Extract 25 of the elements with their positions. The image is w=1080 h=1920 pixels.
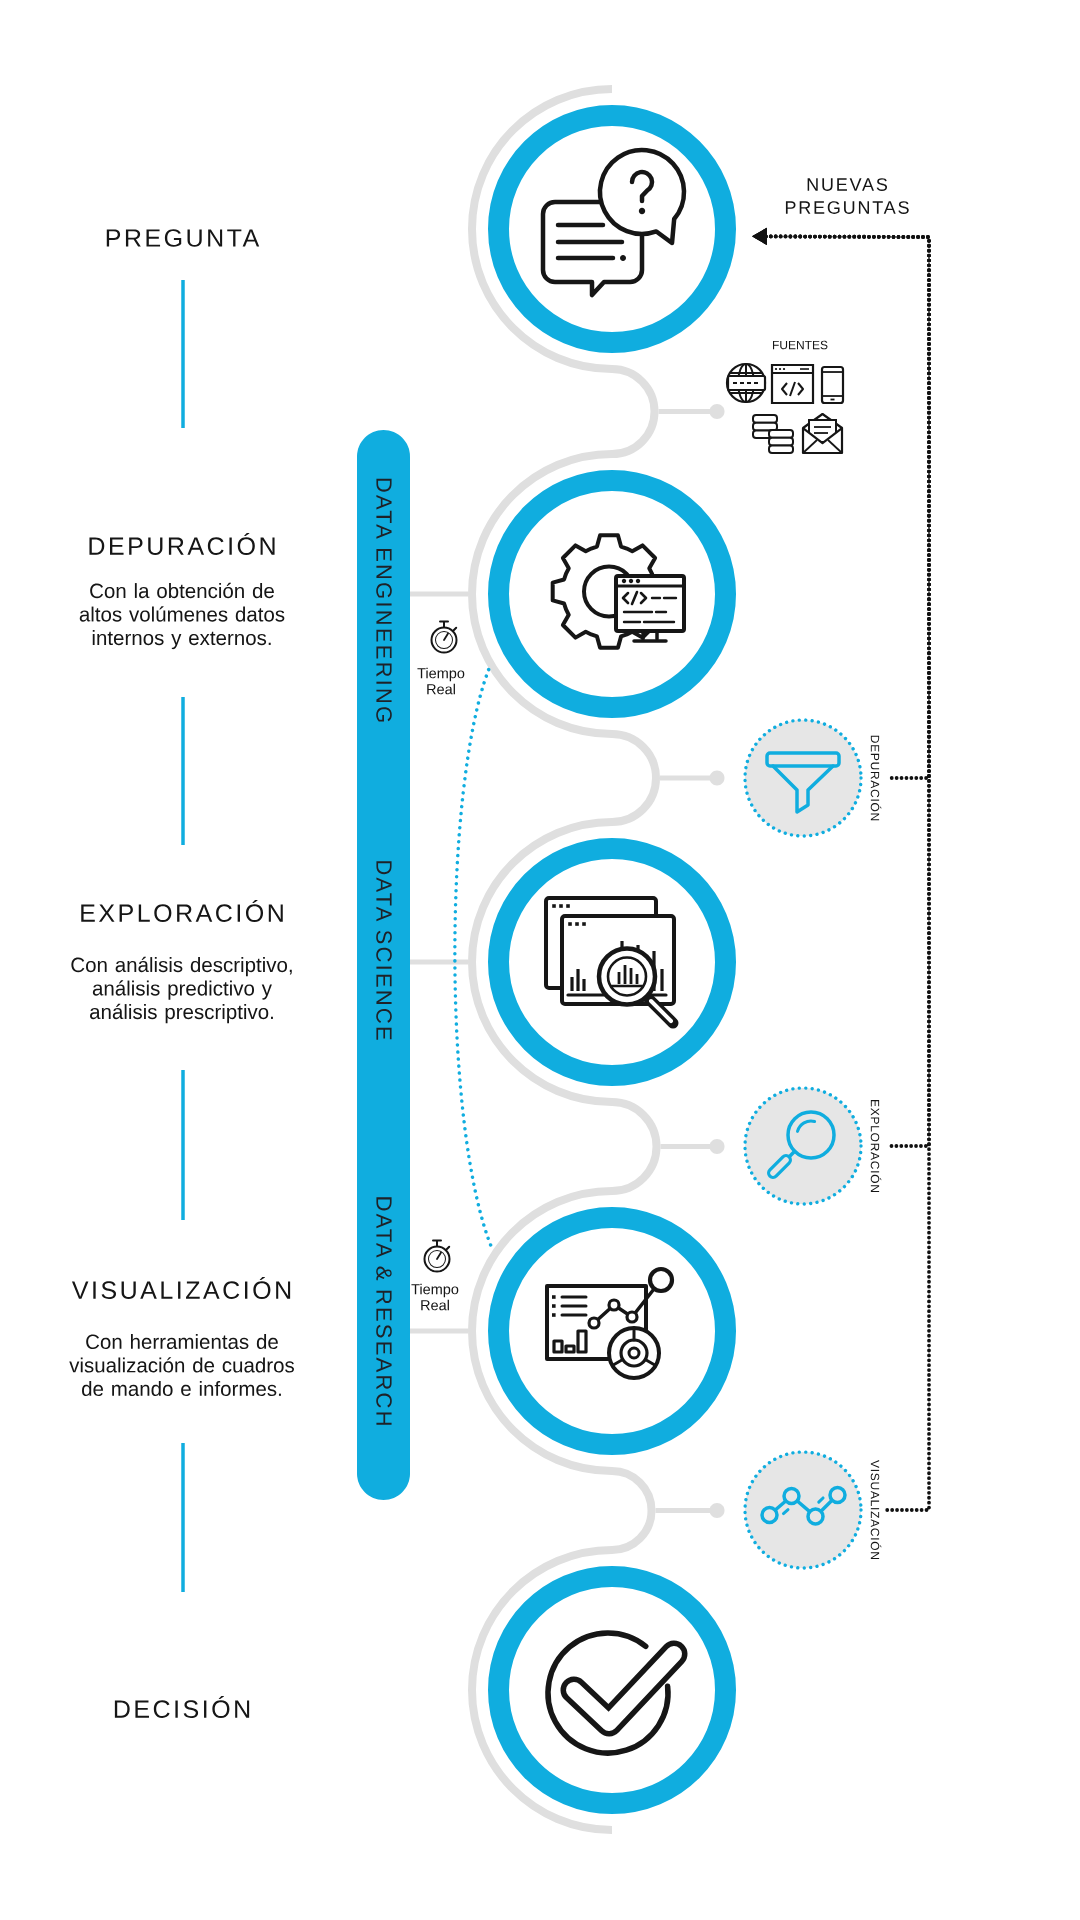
vertical-label: DEPURACIÓN — [870, 735, 882, 821]
band-label: DATA ENGINEERING — [376, 478, 392, 722]
vertical-label: VISUALIZACIÓN — [870, 1460, 882, 1560]
heading: DECISIÓN — [114, 1696, 250, 1718]
connector-line — [410, 591, 468, 597]
track-line — [611, 1467, 656, 1554]
band-label: DATA SCIENCE — [376, 861, 392, 1040]
band-label: DATA & RESEARCH — [376, 1197, 392, 1425]
track-line — [611, 365, 659, 458]
caption: Tiempo Real — [417, 667, 465, 695]
connector-line — [410, 959, 468, 965]
heading: VISUALIZACIÓN — [71, 1277, 291, 1299]
heading: DEPURACIÓN — [89, 533, 275, 555]
caption: FUENTES — [773, 340, 828, 350]
description: Con la obtención de altos volúmenes datos internos y externos. — [79, 582, 285, 650]
track-line — [611, 1098, 661, 1195]
connector-line — [410, 1328, 468, 1334]
description: Con análisis descriptivo, análisis predictivo y análisis prescriptivo. — [71, 956, 292, 1024]
caption: Tiempo Real — [411, 1283, 459, 1311]
vertical-label: EXPLORACIÓN — [870, 1100, 882, 1192]
heading: EXPLORACIÓN — [81, 900, 283, 922]
description: Con herramientas de visualización de cuadros de mando e informes. — [69, 1334, 294, 1397]
track-line — [611, 730, 660, 826]
heading: PREGUNTA — [106, 229, 260, 247]
arrow-label: NUEVAS PREGUNTAS — [785, 178, 909, 214]
